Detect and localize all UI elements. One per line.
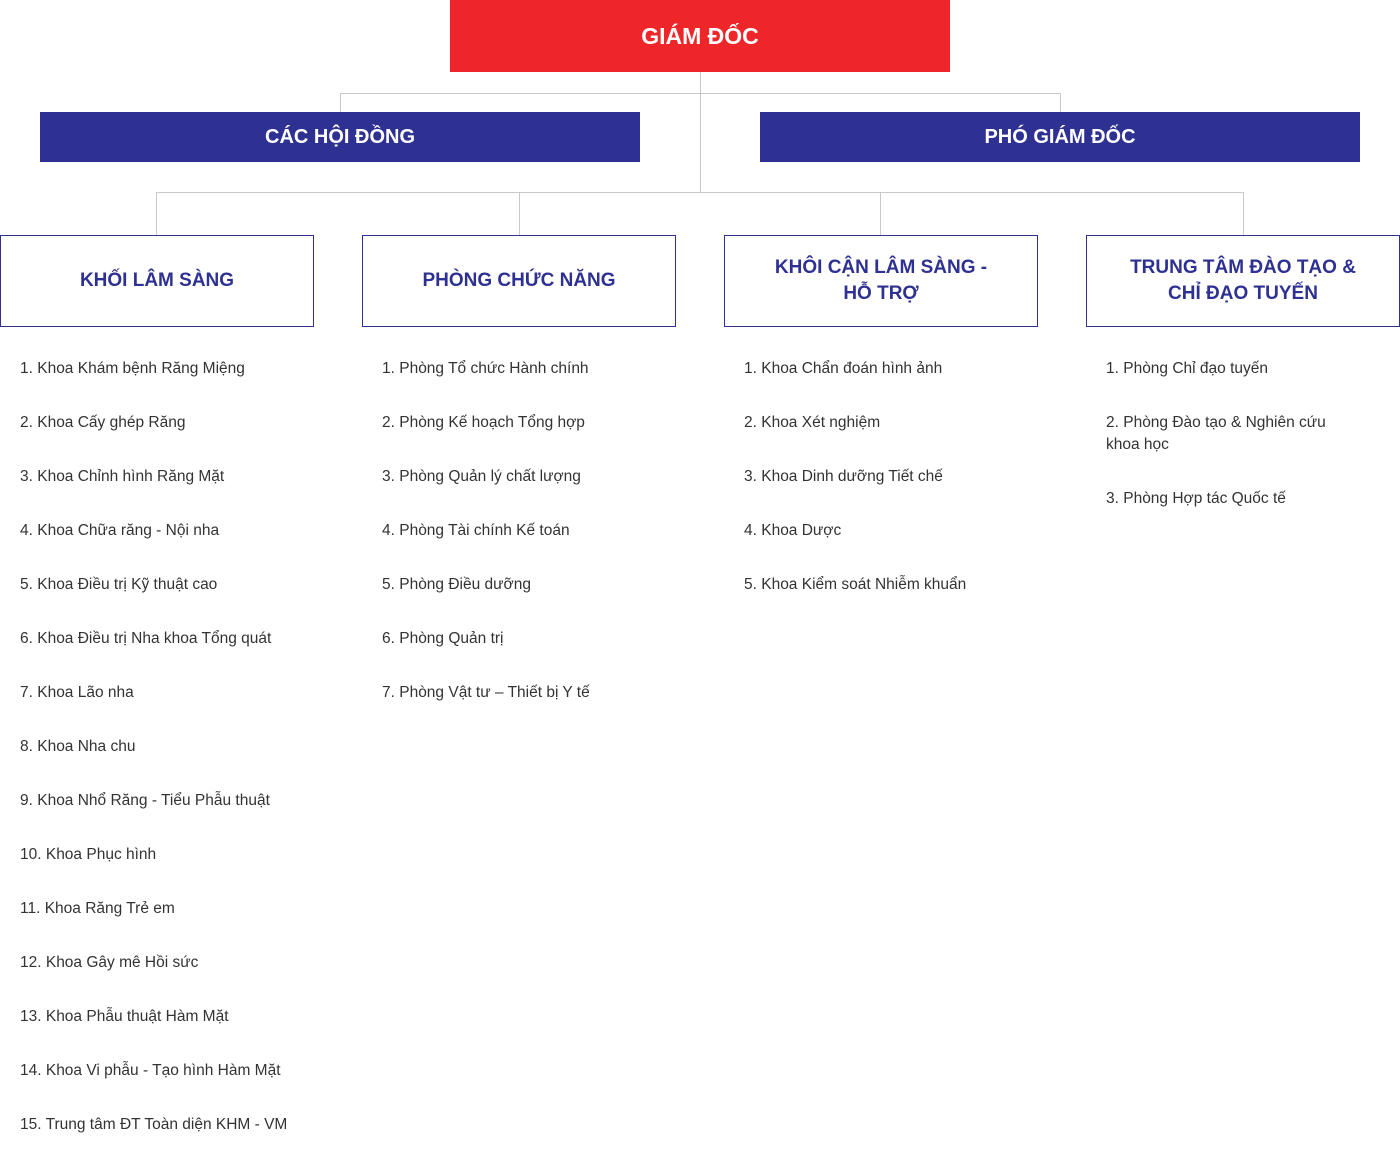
clinical-block-title: KHỐI LÂM SÀNG — [79, 270, 235, 291]
training-center-header: TRUNG TÂM ĐÀO TẠO & CHỈ ĐẠO TUYẾN — [1086, 235, 1400, 327]
functional-departments-title: PHÒNG CHỨC NĂNG — [422, 270, 616, 291]
list-item: 6. Phòng Quản trị — [382, 630, 504, 647]
list-item: 6. Khoa Điều trị Nha khoa Tổng quát — [20, 630, 272, 647]
councils-box: CÁC HỘI ĐỒNG — [40, 112, 640, 162]
list-item: 4. Phòng Tài chính Kế toán — [382, 522, 570, 539]
paraclinical-block-header: KHÔI CẬN LÂM SÀNG - HỖ TRỢ — [724, 235, 1038, 327]
director-label: GIÁM ĐỐC — [641, 22, 759, 49]
connector-lines — [156, 72, 1244, 235]
list-item: 8. Khoa Nha chu — [20, 738, 136, 755]
paraclinical-block-title-line-2: HỖ TRỢ — [843, 283, 919, 304]
list-item: 1. Khoa Chẩn đoán hình ảnh — [744, 360, 943, 377]
list-item: 5. Khoa Kiểm soát Nhiễm khuẩn — [744, 576, 967, 593]
list-item: 2. Khoa Xét nghiệm — [744, 414, 881, 431]
list-item: 2. Phòng Kế hoạch Tổng hợp — [382, 414, 585, 431]
list-item: 15. Trung tâm ĐT Toàn diện KHM - VM — [20, 1116, 288, 1133]
clinical-block-list: 1. Khoa Khám bệnh Răng Miệng 2. Khoa Cấy … — [20, 358, 290, 1168]
training-center-list: 1. Phòng Chỉ đạo tuyến 2. Phòng Đào tạo &… — [1106, 358, 1346, 542]
list-item: 11. Khoa Răng Trẻ em — [20, 900, 175, 917]
training-center-title-line-1: TRUNG TÂM ĐÀO TẠO & — [1130, 257, 1356, 278]
list-item: 2. Phòng Đào tạo & Nghiên cứu khoa học — [1106, 414, 1326, 453]
list-item: 5. Phòng Điều dưỡng — [382, 576, 531, 593]
list-item: 1. Phòng Chỉ đạo tuyến — [1106, 360, 1269, 377]
list-item: 3. Khoa Dinh dưỡng Tiết chế — [744, 468, 943, 485]
councils-label: CÁC HỘI ĐỒNG — [265, 125, 415, 148]
list-item: 3. Phòng Quản lý chất lượng — [382, 468, 581, 485]
training-center-title-line-2: CHỈ ĐẠO TUYẾN — [1168, 283, 1318, 304]
list-item: 13. Khoa Phẫu thuật Hàm Mặt — [20, 1008, 229, 1025]
paraclinical-block-list: 1. Khoa Chẩn đoán hình ảnh 2. Khoa Xét ng… — [744, 358, 1014, 628]
functional-departments-list: 1. Phòng Tổ chức Hành chính 2. Phòng Kế h… — [382, 358, 652, 736]
list-item: 4. Khoa Dược — [744, 522, 842, 539]
list-item: 1. Phòng Tổ chức Hành chính — [382, 360, 589, 377]
list-item: 9. Khoa Nhổ Răng - Tiểu Phẫu thuật — [20, 792, 270, 809]
list-item: 2. Khoa Cấy ghép Răng — [20, 414, 186, 431]
list-item: 3. Khoa Chỉnh hình Răng Mặt — [20, 468, 225, 485]
list-item: 3. Phòng Hợp tác Quốc tế — [1106, 490, 1286, 507]
clinical-block-header: KHỐI LÂM SÀNG — [0, 235, 314, 327]
list-item: 7. Khoa Lão nha — [20, 684, 134, 701]
deputy-director-label: PHÓ GIÁM ĐỐC — [984, 125, 1136, 148]
list-item: 12. Khoa Gây mê Hồi sức — [20, 954, 199, 971]
list-item: 14. Khoa Vi phẫu - Tạo hình Hàm Mặt — [20, 1062, 281, 1079]
list-item: 7. Phòng Vật tư – Thiết bị Y tế — [382, 684, 590, 701]
list-item: 10. Khoa Phục hình — [20, 846, 157, 863]
deputy-director-box: PHÓ GIÁM ĐỐC — [760, 112, 1360, 162]
functional-departments-header: PHÒNG CHỨC NĂNG — [362, 235, 676, 327]
list-item: 4. Khoa Chữa răng - Nội nha — [20, 522, 220, 539]
director-box: GIÁM ĐỐC — [450, 0, 950, 72]
list-item: 1. Khoa Khám bệnh Răng Miệng — [20, 360, 245, 377]
list-item: 5. Khoa Điều trị Kỹ thuật cao — [20, 576, 218, 593]
paraclinical-block-title-line-1: KHÔI CẬN LÂM SÀNG - — [774, 257, 988, 278]
